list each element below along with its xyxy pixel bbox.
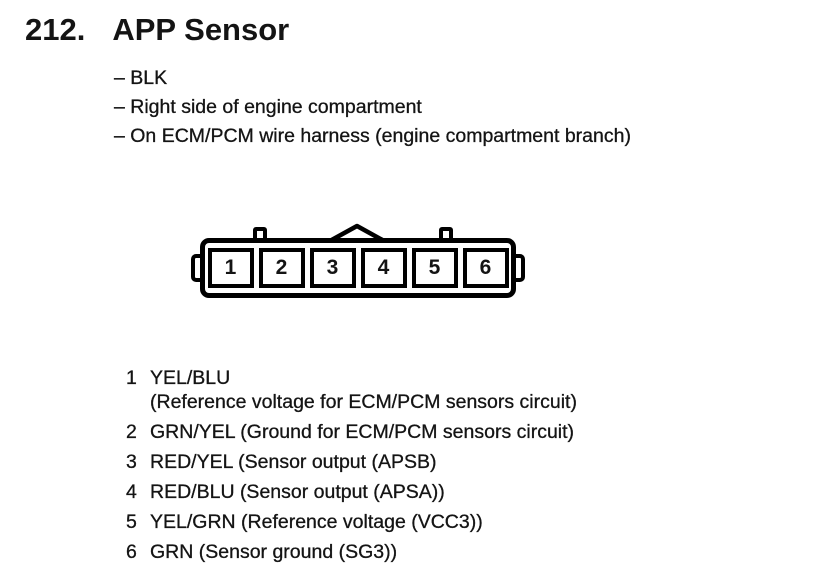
pin-box-4: 4 — [360, 248, 407, 288]
pin-label: RED/YEL (Sensor output (APSB) — [150, 451, 437, 473]
page-title: APP Sensor — [112, 12, 290, 47]
pin-description-list: 1 YEL/BLU (Reference voltage for ECM/PCM… — [126, 366, 577, 570]
pin-number: 2 — [126, 421, 137, 443]
pin-box-3: 3 — [309, 248, 356, 288]
pin-number: 6 — [126, 541, 137, 563]
note-line: – On ECM/PCM wire harness (engine compar… — [114, 125, 631, 147]
pin-box-6: 6 — [462, 248, 509, 288]
pin-row: 1 YEL/BLU (Reference voltage for ECM/PCM… — [126, 366, 577, 414]
pin-row: 5 YEL/GRN (Reference voltage (VCC3)) — [126, 510, 577, 534]
pin-row: 4 RED/BLU (Sensor output (APSA)) — [126, 480, 577, 504]
pin-number: 4 — [126, 481, 137, 503]
pin-box-2: 2 — [258, 248, 305, 288]
pin-label: GRN/YEL (Ground for ECM/PCM sensors circ… — [150, 421, 575, 443]
pin-row: 3 RED/YEL (Sensor output (APSB) — [126, 450, 577, 474]
pin-number: 5 — [126, 511, 137, 533]
pin-label: YEL/BLU (Reference voltage for ECM/PCM s… — [150, 366, 577, 414]
page-header: 212. APP Sensor — [25, 12, 289, 48]
pin-number: 3 — [126, 451, 137, 473]
pin-label-line: (Reference voltage for ECM/PCM sensors c… — [150, 391, 577, 413]
connector-body: 1 2 3 4 5 6 — [200, 238, 516, 298]
pin-label: YEL/GRN (Reference voltage (VCC3)) — [150, 511, 483, 533]
note-line: – BLK — [114, 67, 168, 89]
location-notes: – BLK – Right side of engine compartment… — [114, 64, 631, 151]
note-line: – Right side of engine compartment — [114, 96, 422, 118]
pin-box-1: 1 — [207, 248, 254, 288]
pin-row: 6 GRN (Sensor ground (SG3)) — [126, 540, 577, 564]
pin-row: 2 GRN/YEL (Ground for ECM/PCM sensors ci… — [126, 420, 577, 444]
connector-diagram: 1 2 3 4 5 6 — [191, 223, 525, 298]
pin-label: RED/BLU (Sensor output (APSA)) — [150, 481, 445, 503]
pin-label-line: YEL/BLU — [150, 367, 231, 389]
pin-label: GRN (Sensor ground (SG3)) — [150, 541, 398, 563]
pin-box-5: 5 — [411, 248, 458, 288]
section-number: 212. — [25, 12, 86, 47]
pin-number: 1 — [126, 367, 137, 389]
